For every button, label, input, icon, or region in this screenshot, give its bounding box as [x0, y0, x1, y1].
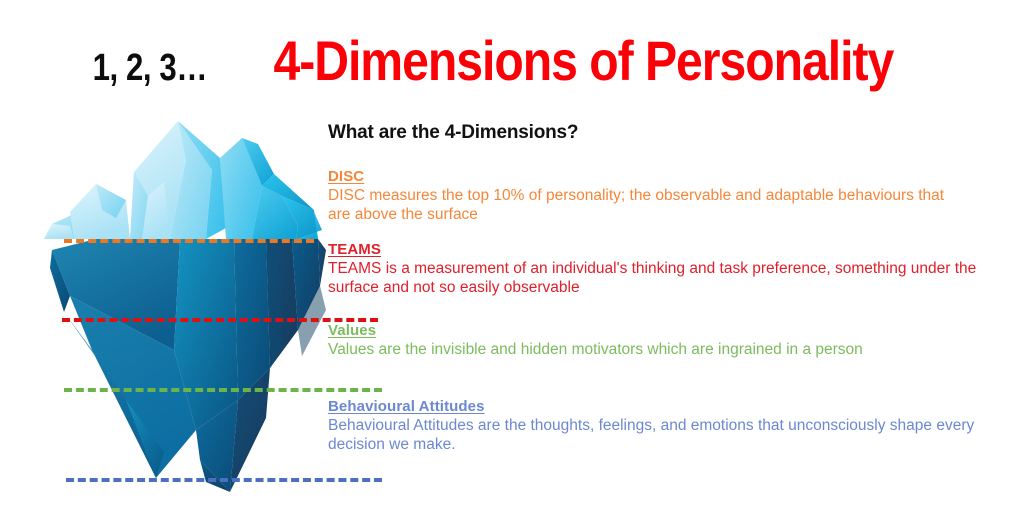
divider-line-behavioural-attitudes: [66, 478, 382, 482]
dimension-block-disc: DISC DISC measures the top 10% of person…: [328, 168, 1008, 224]
dimension-block-behavioural-attitudes: Behavioural Attitudes Behavioural Attitu…: [328, 398, 1008, 454]
iceberg-svg: [44, 121, 326, 492]
divider-line-disc: [64, 239, 314, 243]
dimensions-content: What are the 4-Dimensions? DISC DISC mea…: [328, 122, 1008, 466]
dimension-body-values: Values are the invisible and hidden moti…: [328, 341, 863, 358]
iceberg-above-water: [44, 121, 322, 239]
dimension-title-teams: TEAMS: [328, 241, 381, 258]
iceberg-illustration: [30, 100, 330, 510]
divider-line-values: [64, 388, 382, 392]
dimension-body-behavioural-attitudes: Behavioural Attitudes are the thoughts, …: [328, 417, 975, 453]
iceberg-below-water: [50, 239, 326, 492]
page-title-main: 4-Dimensions of Personality: [273, 29, 895, 92]
dimension-title-behavioural-attitudes: Behavioural Attitudes: [328, 398, 485, 415]
page-title-prefix: 1, 2, 3…: [92, 47, 207, 89]
dimension-block-values: Values Values are the invisible and hidd…: [328, 322, 1008, 359]
dimension-title-values: Values: [328, 322, 377, 339]
dimension-body-teams: TEAMS is a measurement of an individual'…: [328, 260, 977, 296]
divider-line-teams: [62, 318, 378, 322]
dimension-title-disc: DISC: [328, 168, 365, 185]
dimension-body-disc: DISC measures the top 10% of personality…: [328, 187, 945, 223]
page-title: 1, 2, 3… 4-Dimensions of Personality: [0, 28, 1024, 94]
dimension-block-teams: TEAMS TEAMS is a measurement of an indiv…: [328, 241, 1008, 297]
section-heading: What are the 4-Dimensions?: [328, 122, 579, 143]
